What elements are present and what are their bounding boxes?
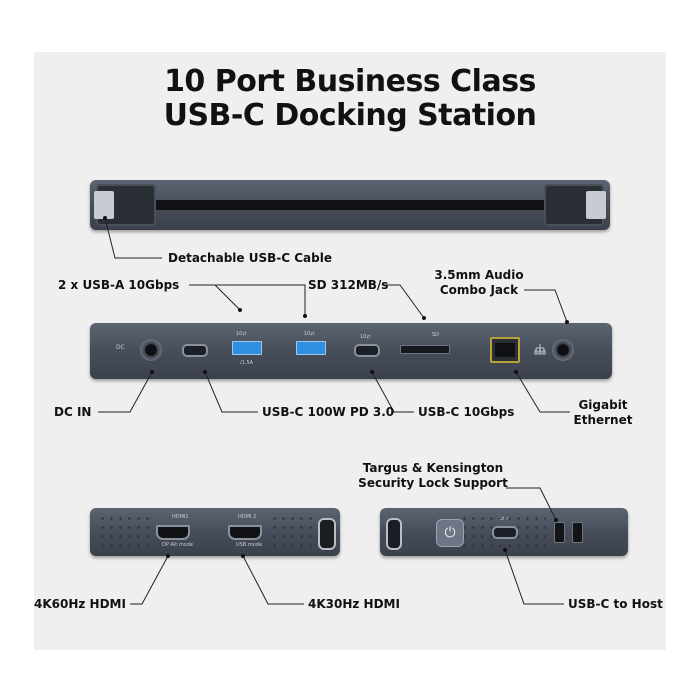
label-usb-c-pd: USB-C 100W PD 3.0 [262,405,395,419]
label-audio-line-2: Combo Jack [439,283,519,297]
cable-end-connector [386,518,402,550]
hdmi2-label: HDMI 2 [238,514,257,520]
hdmi-port-1 [156,525,190,540]
dock-front-view: DC 10⇄ /1.5A 10⇄ 10⇄ SD [90,323,612,379]
label-audio-line-1: 3.5mm Audio [434,268,524,282]
usb-c-pd-port [182,344,208,357]
dock-left-side-view: HDMI1 DP Alt mode HDMI 2 USB mode [90,508,340,556]
label-usb-c-10: USB-C 10Gbps [418,405,515,419]
label-usb-c-host: USB-C to Host [568,597,663,611]
sd-marking: SD [432,332,440,338]
usb-c-marking: 10⇄ [360,334,371,340]
lightning-icon: ⇄ ⚡ [500,516,510,522]
label-dc-in: DC IN [54,405,92,419]
label-hdmi-4k60: 4K60Hz HDMI [34,597,126,611]
label-audio: 3.5mm Audio Combo Jack [432,268,526,298]
label-sd: SD 312MB/s [308,278,389,292]
kensington-lock-slot [554,522,565,543]
usb-c-10-port [354,344,380,357]
usb-c-host-port [492,526,518,539]
network-icon [534,344,546,355]
label-hdmi-4k30: 4K30Hz HDMI [308,597,400,611]
sd-card-slot [400,345,450,354]
hdmi1-label: HDMI1 [172,514,189,520]
label-security-lock: Targus & Kensington Security Lock Suppor… [354,461,512,491]
usb-a-sub: /1.5A [240,360,254,366]
power-icon: ⏻ [444,525,456,541]
usb-a-marking-2: 10⇄ [304,331,315,337]
title-line-1: 10 Port Business Class [164,64,536,99]
cable-end-connector [318,518,336,550]
dc-marking: DC [116,344,125,351]
title-line-2: USB-C Docking Station [163,98,537,133]
audio-jack [552,339,574,361]
ethernet-port [490,337,520,363]
label-ethernet-line-1: Gigabit [578,398,628,412]
cable-plug-right [544,184,606,226]
label-lock-line-1: Targus & Kensington [362,461,504,475]
usb-a-port-2 [296,341,326,355]
hdmi2-sub: USB mode [236,542,263,548]
detachable-cable [150,200,550,210]
targus-lock-slot [572,522,583,543]
dc-in-port [140,339,162,361]
label-ethernet-line-2: Ethernet [573,413,633,427]
power-button[interactable]: ⏻ [436,519,464,547]
dock-top-view [90,180,610,230]
label-detachable-cable: Detachable USB-C Cable [168,251,332,265]
hdmi-port-2 [228,525,262,540]
label-usb-a: 2 x USB-A 10Gbps [58,278,180,292]
dock-right-side-view: ⏻ ⇄ ⚡ [380,508,628,556]
label-lock-line-2: Security Lock Support [358,476,508,490]
usb-a-marking-1: 10⇄ [236,331,247,337]
label-ethernet: Gigabit Ethernet [570,398,636,428]
usb-a-port-1 [232,341,262,355]
hdmi1-sub: DP Alt mode [162,542,193,548]
